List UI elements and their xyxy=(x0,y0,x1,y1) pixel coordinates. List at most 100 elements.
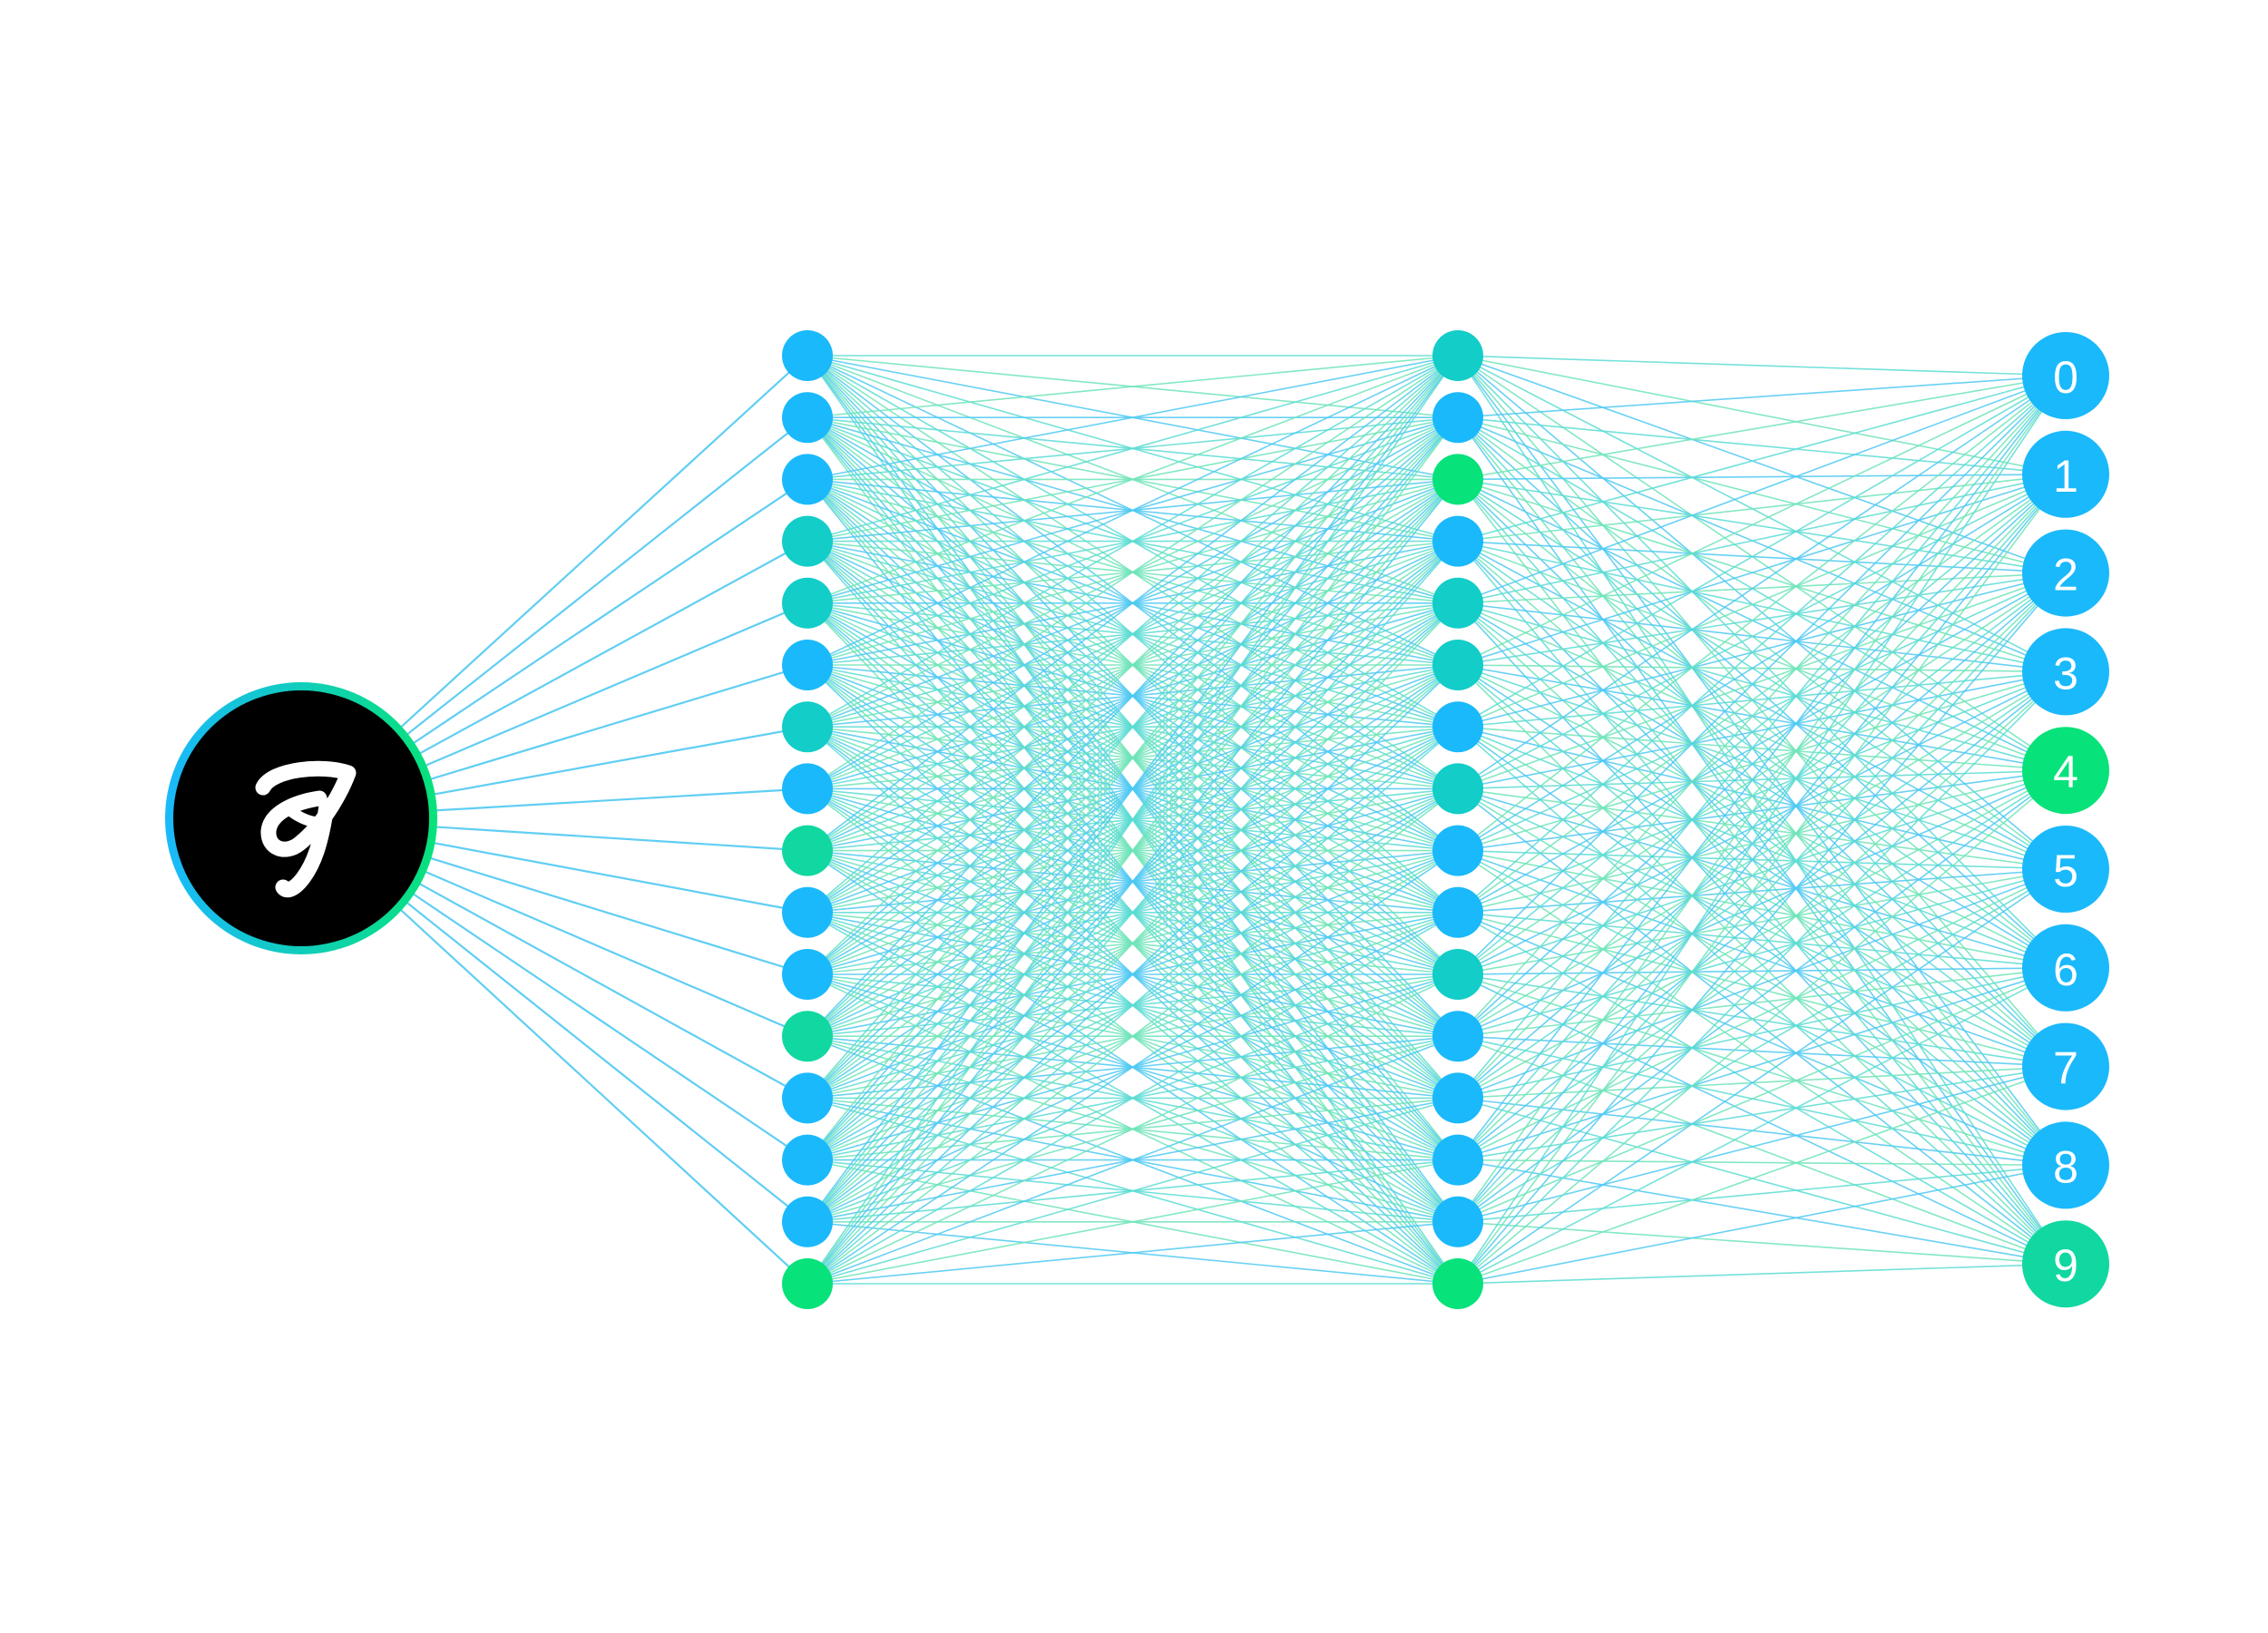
hidden-1-node-9 xyxy=(782,886,833,938)
edge-h2-12-out-9 xyxy=(1457,1097,2067,1265)
digit-stroke-loop xyxy=(255,760,357,857)
output-node-label: 1 xyxy=(2053,451,2078,502)
edge-h2-8-out-0 xyxy=(1457,375,2067,852)
hidden-1-node-4 xyxy=(782,577,833,629)
edge-h2-15-out-4 xyxy=(1457,769,2067,1285)
edge-h1-9-h2-0 xyxy=(807,355,1459,914)
hidden-2-node-11 xyxy=(1432,1011,1483,1062)
edges-hidden-1-to-hidden-2 xyxy=(807,355,1459,1285)
edge-h2-5-out-0 xyxy=(1457,375,2067,666)
edge-h2-15-out-3 xyxy=(1457,670,2067,1285)
edge-h1-13-h2-0 xyxy=(807,355,1459,1161)
edge-h2-11-out-6 xyxy=(1457,967,2067,1037)
edge-h2-14-out-9 xyxy=(1457,1221,2067,1265)
edge-h2-10-out-8 xyxy=(1457,973,2067,1167)
output-node-label: 7 xyxy=(2053,1043,2078,1094)
hidden-2-node-2 xyxy=(1432,454,1483,505)
edge-h2-11-out-2 xyxy=(1457,572,2067,1037)
output-node-label: 2 xyxy=(2053,550,2078,601)
edge-h2-15-out-6 xyxy=(1457,967,2067,1285)
edge-h1-12-h2-0 xyxy=(807,355,1459,1099)
edge-h1-3-h2-0 xyxy=(807,355,1459,543)
edge-h2-14-out-3 xyxy=(1457,670,2067,1223)
hidden-2-node-7 xyxy=(1432,763,1483,815)
edge-h2-14-out-0 xyxy=(1457,375,2067,1223)
edge-h2-14-out-2 xyxy=(1457,572,2067,1223)
edge-h2-15-out-5 xyxy=(1457,868,2067,1285)
edge-h2-15-out-1 xyxy=(1457,474,2067,1285)
output-node-2: 2 xyxy=(2022,529,2109,617)
output-node-7: 7 xyxy=(2022,1022,2109,1110)
handwritten-digit-image xyxy=(255,760,357,898)
edge-h2-11-out-7 xyxy=(1457,1035,2067,1068)
edge-h2-10-out-5 xyxy=(1457,868,2067,975)
hidden-2-node-5 xyxy=(1432,640,1483,690)
edge-h1-15-h2-14 xyxy=(807,1221,1459,1285)
hidden-2-node-15 xyxy=(1432,1258,1483,1309)
output-node-4: 4 xyxy=(2022,727,2109,815)
edge-h2-2-out-0 xyxy=(1457,375,2067,481)
edge-h2-12-out-6 xyxy=(1457,967,2067,1100)
edge-h2-10-out-4 xyxy=(1457,769,2067,975)
edge-h1-1-h2-0 xyxy=(807,355,1459,418)
output-node-circle xyxy=(2022,332,2109,419)
output-node-3: 3 xyxy=(2022,628,2109,716)
edge-h2-15-out-7 xyxy=(1457,1065,2067,1285)
hidden-2-node-6 xyxy=(1432,701,1483,753)
hidden-2-node-0 xyxy=(1432,330,1483,381)
hidden-1-node-1 xyxy=(782,392,833,444)
hidden-1-node-8 xyxy=(782,825,833,876)
hidden-1-node-11 xyxy=(782,1011,833,1062)
output-node-circle xyxy=(2022,529,2109,617)
edge-h2-13-out-1 xyxy=(1457,474,2067,1161)
output-node-1: 1 xyxy=(2022,430,2109,518)
edge-h1-15-h2-9 xyxy=(807,912,1459,1285)
edge-h2-11-out-8 xyxy=(1457,1035,2067,1167)
edge-h2-9-out-6 xyxy=(1457,912,2067,969)
hidden-2-node-1 xyxy=(1432,392,1483,444)
output-node-label: 3 xyxy=(2053,648,2078,699)
edge-h2-9-out-4 xyxy=(1457,769,2067,914)
edge-h1-6-h2-0 xyxy=(807,355,1459,728)
edge-h2-9-out-1 xyxy=(1457,474,2067,914)
hidden-2-node-14 xyxy=(1432,1196,1483,1247)
edge-h2-12-out-7 xyxy=(1457,1065,2067,1100)
edge-h2-9-out-8 xyxy=(1457,912,2067,1167)
edge-h1-15-h2-5 xyxy=(807,664,1459,1285)
hidden-layer-1 xyxy=(782,330,833,1309)
hidden-1-node-10 xyxy=(782,949,833,1000)
edge-h2-4-out-0 xyxy=(1457,375,2067,604)
edge-h2-9-out-3 xyxy=(1457,670,2067,914)
edge-h1-15-h2-0 xyxy=(807,355,1459,1285)
edge-h2-9-out-2 xyxy=(1457,572,2067,914)
edge-h2-9-out-5 xyxy=(1457,868,2067,914)
output-node-label: 0 xyxy=(2053,352,2078,403)
edge-h2-15-out-2 xyxy=(1457,572,2067,1285)
hidden-2-node-10 xyxy=(1432,949,1483,1000)
edge-h2-11-out-0 xyxy=(1457,375,2067,1037)
edge-h2-14-out-6 xyxy=(1457,967,2067,1223)
hidden-1-node-3 xyxy=(782,515,833,567)
hidden-layer-2 xyxy=(1432,330,1483,1309)
edge-h1-15-h2-11 xyxy=(807,1035,1459,1285)
edge-h1-8-h2-0 xyxy=(807,355,1459,852)
edge-h1-15-h2-8 xyxy=(807,849,1459,1285)
edge-h2-11-out-9 xyxy=(1457,1035,2067,1265)
edge-h2-8-out-8 xyxy=(1457,849,2067,1167)
edge-h2-15-out-9 xyxy=(1457,1263,2067,1285)
edge-h2-12-out-1 xyxy=(1457,474,2067,1099)
hidden-1-node-14 xyxy=(782,1196,833,1247)
edge-h1-2-h2-0 xyxy=(807,355,1459,481)
hidden-1-node-6 xyxy=(782,701,833,753)
edge-h1-15-h2-4 xyxy=(807,602,1459,1285)
edge-h2-13-out-5 xyxy=(1457,868,2067,1161)
edge-h2-12-out-4 xyxy=(1457,769,2067,1100)
edge-h2-8-out-4 xyxy=(1457,769,2067,852)
edge-h2-8-out-6 xyxy=(1457,849,2067,969)
digit-stroke-cross xyxy=(283,804,328,828)
output-node-circle xyxy=(2022,1220,2109,1308)
hidden-2-node-13 xyxy=(1432,1134,1483,1186)
edge-h2-8-out-9 xyxy=(1457,849,2067,1265)
output-node-circle xyxy=(2022,924,2109,1012)
